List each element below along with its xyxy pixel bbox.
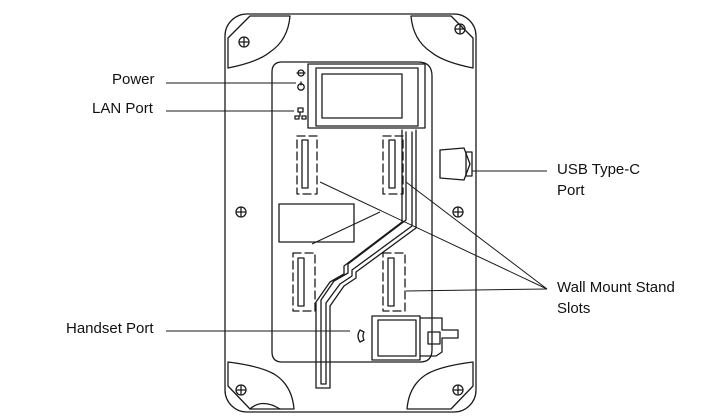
corner-foot-top-left [227, 15, 291, 69]
screw-icon [238, 36, 250, 48]
wall-mount-slot-bottom-right [382, 252, 406, 312]
screw-icon [454, 23, 466, 35]
cable-channel-inner [320, 131, 413, 385]
leader-wall-slot-bottom-left [311, 211, 381, 245]
inner-panel-outline [271, 61, 433, 363]
port-block [307, 63, 426, 129]
label-lan-port: LAN Port [92, 100, 154, 117]
label-wall-mount-line2: Slots [557, 300, 590, 317]
corner-foot-bottom-right [406, 361, 474, 410]
label-usb-type-c-line2: Port [557, 182, 585, 199]
phone-body-outline [224, 13, 477, 413]
handset-connector [371, 315, 421, 361]
bottom-cable-exit [249, 402, 281, 410]
leader-wall-slot-top-right [405, 181, 548, 290]
port-cavity [321, 73, 403, 119]
label-usb-type-c-line1: USB Type-C [557, 161, 640, 178]
handset-connector-clip [419, 317, 459, 357]
screw-icon [452, 384, 464, 396]
leader-wall-slot-bottom-right [405, 288, 548, 292]
wall-mount-slot-bottom-left-hole [297, 257, 305, 307]
wall-mount-slot-top-left [296, 135, 318, 195]
usb-port-opening [465, 151, 473, 177]
handset-connector-inner [377, 319, 417, 357]
screw-icon [235, 206, 247, 218]
usb-port-housing [439, 147, 471, 181]
leader-wall-slot-top-left [319, 181, 548, 290]
power-icon [296, 69, 306, 91]
screw-icon [452, 206, 464, 218]
corner-foot-top-right [410, 15, 474, 69]
handset-icon [357, 329, 365, 343]
cable-channel-outer [315, 129, 417, 389]
wall-mount-slot-bottom-left [292, 252, 316, 312]
label-wall-mount-line1: Wall Mount Stand [557, 279, 675, 296]
corner-foot-bottom-left [227, 361, 295, 410]
wall-mount-slot-top-left-hole [301, 139, 309, 189]
wall-mount-slot-top-right-hole [388, 139, 396, 189]
label-area [278, 203, 355, 243]
port-block-inner [315, 67, 419, 127]
wall-mount-slot-bottom-right-hole [387, 257, 395, 307]
wall-mount-slot-top-right [382, 135, 404, 195]
label-handset-port: Handset Port [66, 320, 154, 337]
lan-icon [294, 107, 307, 120]
screw-icon [235, 384, 247, 396]
handset-connector-latch [427, 331, 441, 345]
label-power: Power [112, 71, 155, 88]
